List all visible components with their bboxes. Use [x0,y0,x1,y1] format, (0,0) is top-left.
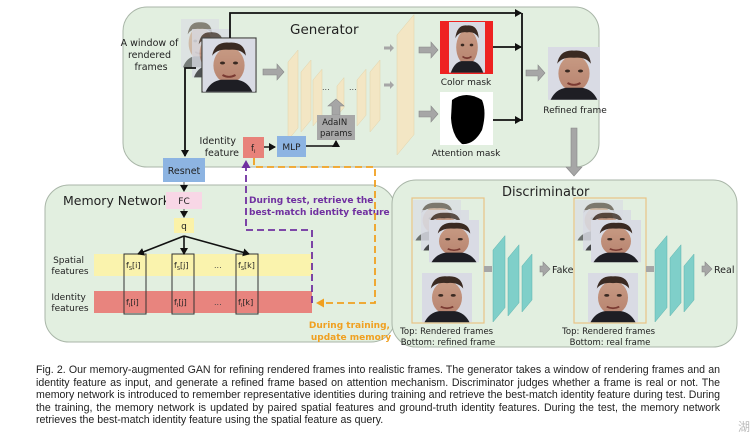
training-update-path [253,158,376,308]
adain-params-box [317,115,355,140]
discriminator-layer [507,244,520,317]
spatial-feature-cell: fS[k] [238,261,255,272]
head-input-arrow [384,44,394,52]
adain-up-arrow [327,98,345,116]
watermark: 湖 [738,420,751,434]
discriminator-panel: Discriminator Top: Rendered frames Botto… [391,179,738,348]
architecture-diagram: Generator A window of rendered frames ..… [44,6,738,348]
identity-feature-label: Identity feature [200,136,240,159]
caption-line: identity feature as input, and generate … [36,376,720,389]
discriminator-layer [683,253,695,313]
skip-connection-arrow [229,9,522,38]
spatial-features-label: Spatial features [51,256,88,277]
disc-right-in-arrow [646,266,654,272]
fc-label: FC [178,197,189,207]
query-box [174,218,194,233]
identity-feature-symbol: fi [251,144,256,155]
query-to-slot-k-arrow [183,235,250,257]
query-label: q [181,222,187,232]
query-to-slot-i-arrow [137,235,185,256]
fc-box[interactable] [166,192,202,209]
caption-line: retrieves the best-match identity featur… [36,414,384,427]
memory-network-title: Memory Network [63,193,171,208]
fake-sample-caption: Top: Rendered frames Bottom: refined fra… [399,327,496,348]
identity-feature-cell: fI[j] [174,298,187,309]
frames-to-resnet-arrow [181,67,196,157]
memory-slots: fS[i] fI[i] fS[j] fI[j] fS[k] fI[k] [123,253,259,315]
caption-line: the training, the memory network is upda… [36,401,720,414]
fake-label: Fake [552,265,574,276]
spatial-feature-cell: fS[j] [174,261,188,272]
real-sample-caption: Top: Rendered frames Bottom: real frame [561,327,658,348]
spatial-ellipsis: ... [214,261,222,270]
identity-feature-cell: fI[k] [238,298,253,309]
mlp-to-adain-arrow [306,140,340,147]
discriminator-title: Discriminator [502,185,590,200]
real-label: Real [714,265,734,276]
caption-line: memory network is introduced to remember… [36,389,720,402]
discriminator-layer [521,253,533,313]
memory-slot [123,253,147,315]
discriminator-layer [492,234,506,323]
mlp-box[interactable] [277,136,306,157]
to-color-mask-arrow [418,41,439,59]
frames-to-generator-arrow [262,63,285,81]
input-frames-stack [180,18,257,93]
identity-feature-box [243,137,264,158]
adain-params-label: AdaIN params [320,118,353,139]
discriminator-layer [669,244,682,317]
disc-left-in-arrow [484,266,492,272]
decoder-ellipsis: ... [349,83,357,92]
to-attention-mask-arrow [418,105,439,123]
head-input-arrow [384,81,394,89]
generator-title: Generator [290,22,359,38]
identity-feature-cell: fI[i] [126,298,139,309]
fake-sample-group [411,197,485,324]
refined-frame-image [546,45,602,101]
identity-features-label: Identity features [51,293,89,314]
test-retrieval-path [241,160,313,303]
generator-layer [300,59,312,133]
real-sample-group [573,197,647,324]
input-frames-label: A window of rendered frames [121,38,182,73]
spatial-feature-cell: fS[i] [126,261,140,272]
resnet-label: Resnet [168,166,201,177]
to-refined-frame-arrow [525,64,546,82]
real-output-arrow [701,261,713,277]
caption-line: Fig. 2. Our memory-augmented GAN for ref… [36,364,720,376]
generator-layer [356,68,367,127]
memory-network-panel: Memory Network FC q Spatial features Ide… [44,182,396,343]
test-retrieval-note: During test, retrieve the best-match ide… [249,196,390,218]
attention-mask-label: Attention mask [432,149,501,159]
generator-layer [287,49,299,141]
identity-ellipsis: ... [214,298,222,307]
refined-frame-label: Refined frame [543,106,607,116]
resnet-box[interactable] [163,158,205,182]
discriminator-layer [654,234,668,323]
encoder-ellipsis: ... [322,83,330,92]
attention-mask-image [440,92,493,145]
generator-to-discriminator-arrow [565,127,583,177]
training-update-note: During training, update memory [309,321,393,343]
discriminator-layers [492,234,695,323]
generator-layer [396,13,415,156]
generator-layer [369,59,381,133]
figure-caption: Fig. 2. Our memory-augmented GAN for ref… [36,364,720,427]
color-mask-label: Color mask [441,78,492,88]
mlp-label: MLP [282,143,301,153]
fake-output-arrow [539,261,551,277]
generator-panel: Generator A window of rendered frames ..… [121,6,607,168]
color-mask-image [440,21,493,74]
